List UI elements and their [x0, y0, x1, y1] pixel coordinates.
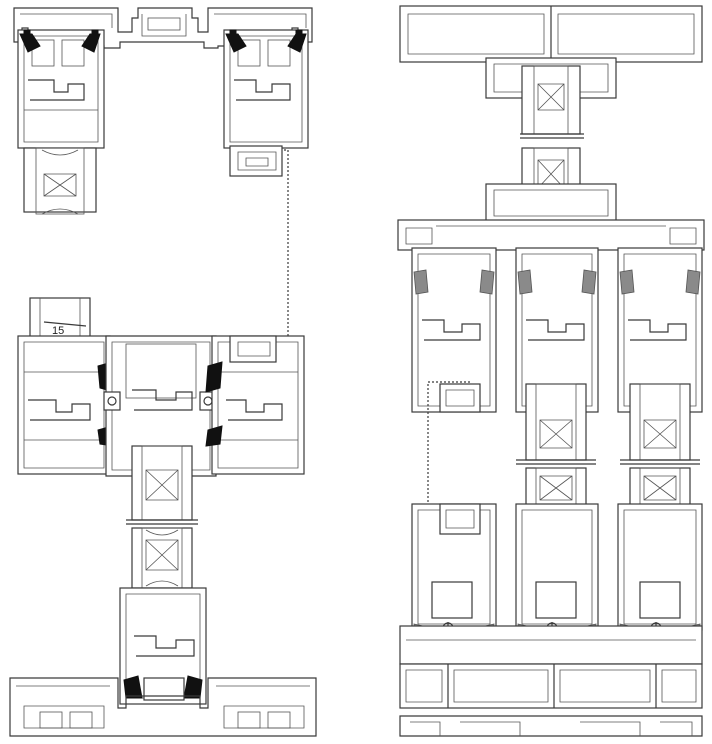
- right-glazing-columns: [516, 383, 700, 509]
- right-upper-mullion: [485, 65, 617, 223]
- left-middle-vent-right: [205, 335, 305, 475]
- right-section-detail: [397, 5, 705, 737]
- left-lower-glazing: [126, 445, 198, 589]
- left-top-sash-left: [17, 29, 105, 215]
- left-middle-vent-left: [17, 335, 115, 475]
- right-lower-sashes: [411, 503, 703, 640]
- left-top-sash-right: [223, 29, 309, 177]
- left-center-interlock: [103, 335, 217, 477]
- right-transom-frame: [397, 219, 705, 251]
- left-lower-sash: [119, 587, 207, 705]
- left-dashed-link: [266, 149, 289, 365]
- dimension-label: 15: [52, 325, 64, 337]
- left-bottom-sill-profile: [9, 677, 317, 737]
- right-sash-column-1: [411, 247, 497, 413]
- left-middle-glazing: 15: [29, 297, 91, 339]
- left-section-detail: 15: [9, 7, 317, 737]
- right-bottom-sill-profile: [399, 625, 703, 737]
